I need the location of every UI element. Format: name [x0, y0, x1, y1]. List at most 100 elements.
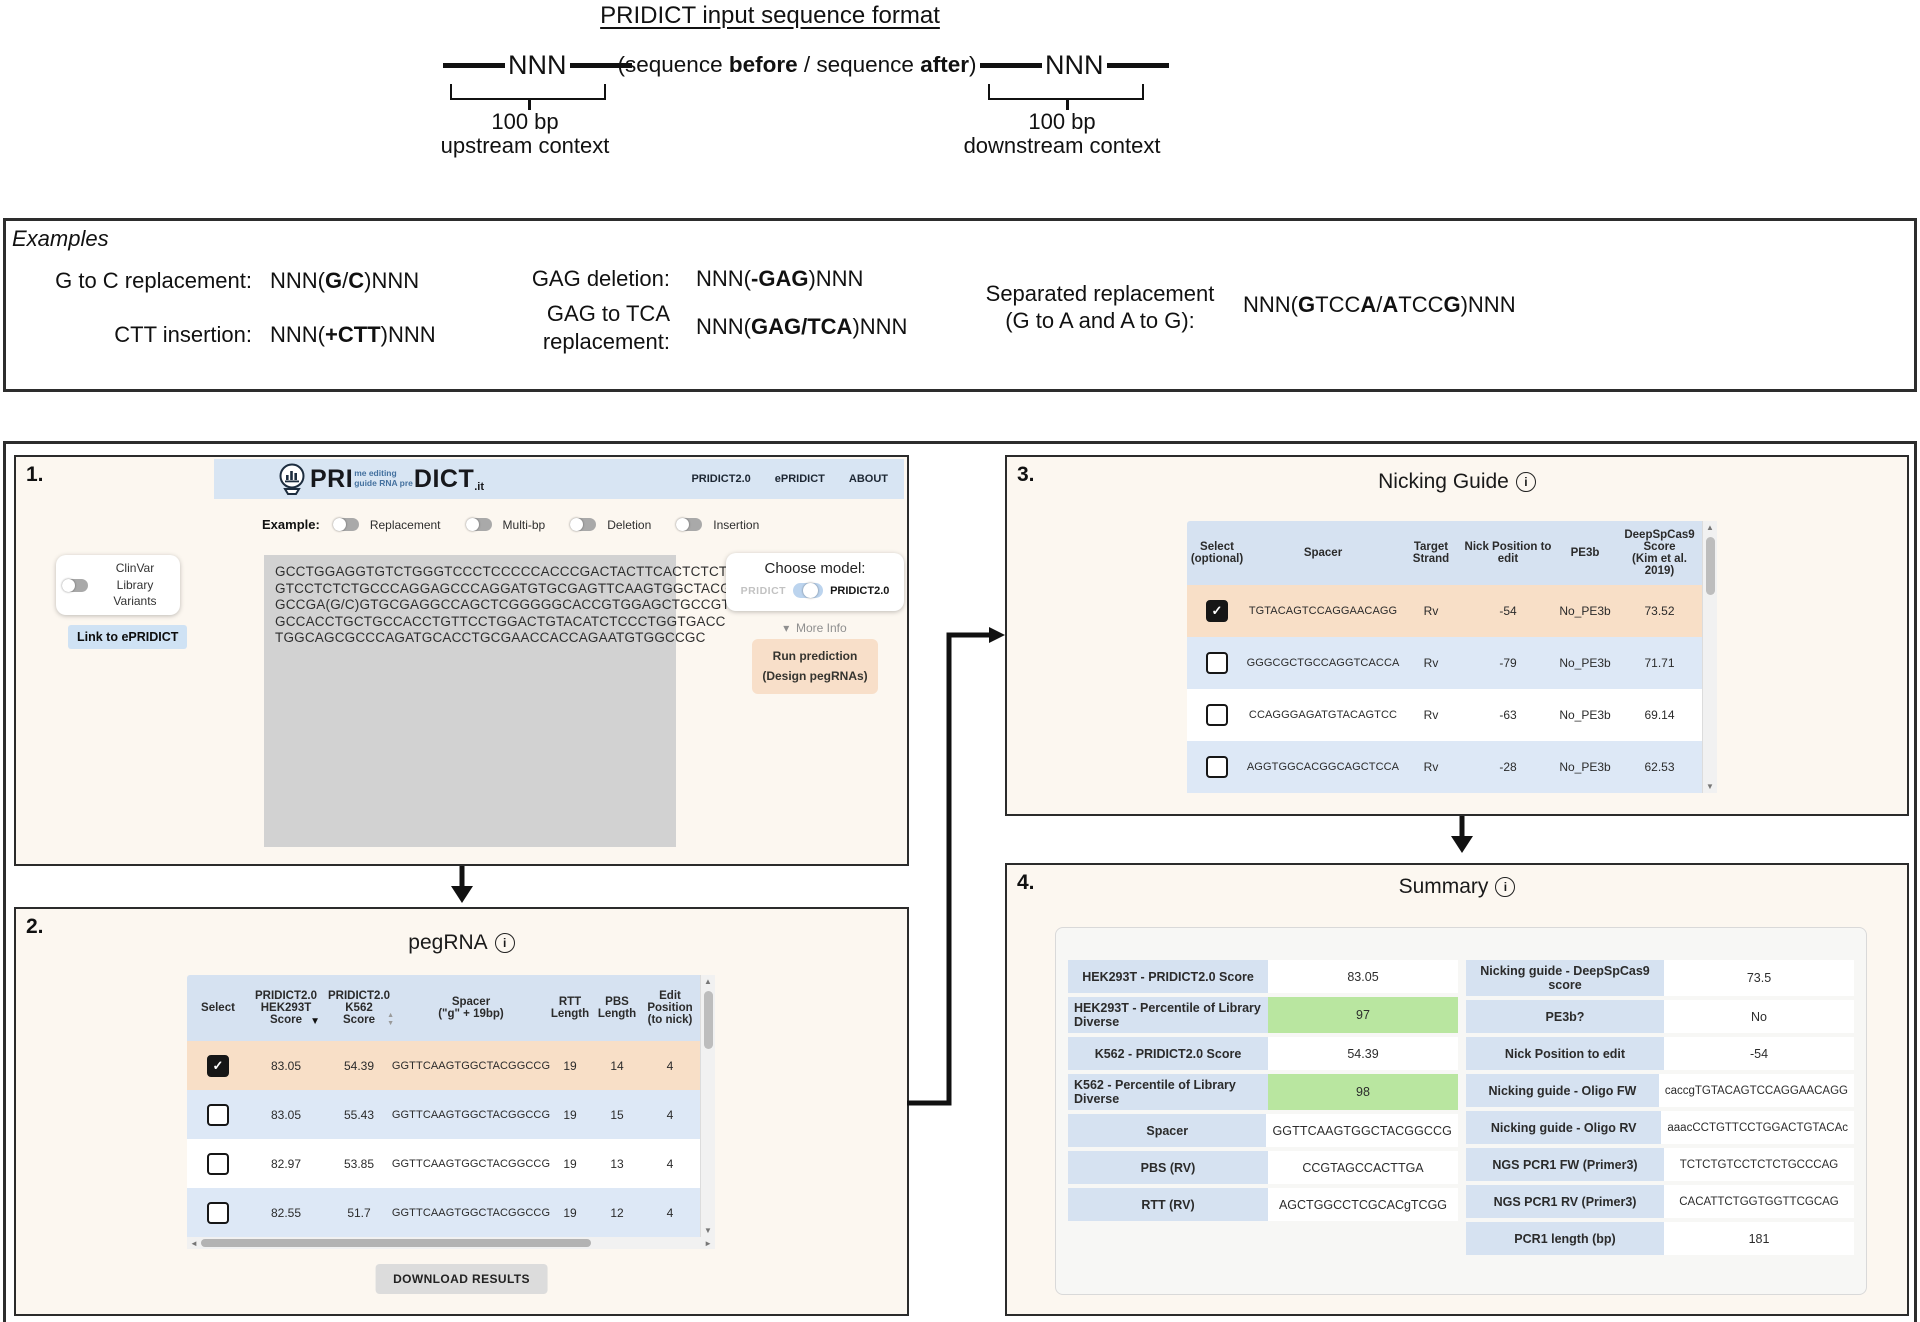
panel-3-number: 3. [1017, 463, 1035, 486]
checkbox-unchecked[interactable] [207, 1201, 229, 1224]
model-option-pridict2[interactable]: PRIDICT2.0 [830, 584, 890, 597]
summary-table-right: Nicking guide - DeepSpCas9 score 73.5 PE… [1466, 960, 1854, 1259]
summary-value: caccgTGTACAGTCCAGGAACAGG [1658, 1074, 1854, 1107]
checkbox-unchecked[interactable] [207, 1103, 229, 1126]
header-pbs-length[interactable]: PBS Length [597, 996, 637, 1020]
vertical-scrollbar[interactable]: ▲ ▼ [700, 975, 715, 1237]
checkbox-checked[interactable]: ✓ [1206, 600, 1228, 622]
info-icon[interactable]: i [494, 933, 515, 953]
panel-3-nicking-guide: 3. Nicking Guide i Select (optional) Spa… [1005, 455, 1909, 816]
checkbox-unchecked[interactable] [1206, 704, 1228, 726]
horizontal-scrollbar[interactable]: ◄ ► [187, 1237, 715, 1249]
summary-value: GGTTCAAGTGGCTACGGCCG [1266, 1114, 1458, 1147]
link-to-epridict-button[interactable]: Link to ePRIDICT [68, 625, 188, 649]
checkbox-checked[interactable]: ✓ [207, 1054, 229, 1077]
clinvar-toggle[interactable] [62, 578, 88, 592]
summary-row: HEK293T - PRIDICT2.0 Score 83.05 [1068, 960, 1458, 993]
header-pe3b[interactable]: PE3b [1570, 547, 1600, 559]
header-spacer[interactable]: Spacer [1303, 547, 1343, 559]
replacement-toggle[interactable] [332, 518, 359, 531]
scroll-thumb[interactable] [201, 1239, 591, 1247]
example-toggle-row: Example: Replacement Multi-bp Deletion I… [262, 517, 759, 532]
download-results-button[interactable]: DOWNLOAD RESULTS [375, 1264, 548, 1294]
model-option-pridict[interactable]: PRIDICT [740, 584, 787, 597]
upstream-caption-bp: 100 bp [491, 109, 559, 134]
pegrna-row[interactable]: 82.55 51.7 GGTTCAAGTGGCTACGGCCG 19 12 4 [187, 1188, 715, 1237]
nicking-row-selected[interactable]: ✓ TGTACAGTCCAGGAACAGG Rv -54 No_PE3b 73.… [1187, 585, 1717, 637]
panel-1-number: 1. [26, 463, 44, 486]
scroll-up-icon[interactable]: ▲ [704, 977, 712, 986]
pridict-logo[interactable]: PRI me editing guide RNA pre DICT .it [274, 461, 484, 497]
header-deepspcas9[interactable]: DeepSpCas9 Score (Kim et al. 2019) [1624, 529, 1695, 577]
header-k562-score[interactable]: PRIDICT2.0 K562 Score▲▼ [328, 990, 394, 1028]
summary-value: 54.39 [1268, 1037, 1458, 1070]
examples-title: Examples [12, 226, 109, 251]
pegrna-row[interactable]: 83.05 55.43 GGTTCAAGTGGCTACGGCCG 19 15 4 [187, 1090, 715, 1139]
example-value-gag-tca: NNN(GAG/TCA)NNN [696, 314, 908, 339]
example-label-g-to-c: G to C replacement: [55, 268, 252, 293]
scroll-right-icon[interactable]: ► [704, 1238, 712, 1248]
clinvar-card: ClinVar Library Variants [56, 555, 180, 615]
header-edit-position[interactable]: Edit Position (to nick) [647, 990, 693, 1026]
summary-value: 73.5 [1664, 960, 1854, 996]
nicking-row[interactable]: GGGCGCTGCCAGGTCACCA Rv -79 No_PE3b 71.71 [1187, 637, 1717, 689]
nnn-label: NNN [508, 50, 567, 80]
nicking-table: Select (optional) Spacer Target Strand N… [1187, 521, 1717, 793]
info-icon[interactable]: i [1495, 877, 1516, 897]
scroll-thumb[interactable] [704, 991, 713, 1049]
info-icon[interactable]: i [1515, 472, 1536, 492]
scroll-down-icon[interactable]: ▼ [1706, 782, 1714, 791]
nav-item-about[interactable]: ABOUT [848, 473, 888, 485]
summary-value-percentile: 97 [1268, 997, 1458, 1033]
pegrna-row-selected[interactable]: ✓ 83.05 54.39 GGTTCAAGTGGCTACGGCCG 19 14… [187, 1041, 715, 1090]
example-value-gag-deletion: NNN(-GAG)NNN [696, 266, 864, 291]
summary-row: RTT (RV) AGCTGGCCTCGCACgTCGG [1068, 1188, 1458, 1221]
upstream-caption-context: upstream context [440, 133, 610, 158]
deletion-toggle[interactable] [570, 518, 597, 531]
checkbox-unchecked[interactable] [1206, 652, 1228, 674]
header-hek293t-score[interactable]: PRIDICT2.0 HEK293T Score▼ [255, 990, 320, 1027]
sequence-line [569, 63, 632, 68]
header-select-optional[interactable]: Select (optional) [1190, 541, 1244, 565]
example-value-ctt: NNN(+CTT)NNN [270, 322, 436, 347]
insertion-toggle-label: Insertion [713, 517, 760, 532]
scroll-left-icon[interactable]: ◄ [190, 1238, 198, 1248]
scroll-up-icon[interactable]: ▲ [1706, 523, 1714, 532]
scroll-down-icon[interactable]: ▼ [704, 1226, 712, 1235]
checkbox-unchecked[interactable] [207, 1152, 229, 1175]
header-spacer[interactable]: Spacer ("g" + 19bp) [438, 996, 504, 1020]
replacement-toggle-label: Replacement [369, 517, 441, 532]
sequence-input[interactable]: GCCTGGAGGTGTCTGGGTCCCTCCCCCACCCGACTACTTC… [264, 555, 731, 847]
insertion-toggle[interactable] [676, 518, 703, 531]
header-select[interactable]: Select [201, 1002, 235, 1014]
checkbox-unchecked[interactable] [1206, 756, 1228, 778]
summary-row: Nicking guide - DeepSpCas9 score 73.5 [1466, 960, 1854, 996]
nicking-row[interactable]: AGGTGGCACGGCAGCTCCA Rv -28 No_PE3b 62.53 [1187, 741, 1717, 793]
nav-item-pridict2[interactable]: PRIDICT2.0 [691, 473, 751, 485]
downstream-nnn-diagram: NNN [980, 52, 1169, 79]
more-info-link[interactable]: ▾ More Info [783, 621, 847, 635]
sequence-line [443, 63, 505, 68]
multibp-toggle[interactable] [465, 518, 492, 531]
model-toggle-row: PRIDICT PRIDICT2.0 [726, 583, 904, 598]
example-value-g-to-c: NNN(G/C)NNN [270, 268, 420, 293]
header-nick-position[interactable]: Nick Position to edit [1464, 541, 1552, 565]
nav-item-epridict[interactable]: ePRIDICT [774, 473, 825, 485]
model-toggle[interactable] [793, 583, 824, 598]
nicking-row[interactable]: CCAGGGAGATGTACAGTCC Rv -63 No_PE3b 69.14 [1187, 689, 1717, 741]
sort-desc-icon[interactable]: ▼ [310, 1016, 320, 1027]
sort-icon[interactable]: ▲▼ [387, 1012, 394, 1028]
scroll-thumb[interactable] [1706, 537, 1715, 595]
diagram-title: PRIDICT input sequence format [600, 2, 940, 29]
summary-row: K562 - PRIDICT2.0 Score 54.39 [1068, 1037, 1458, 1070]
header-rtt-length[interactable]: RTT Length [550, 996, 590, 1020]
pegrna-row[interactable]: 82.97 53.85 GGTTCAAGTGGCTACGGCCG 19 13 4 [187, 1139, 715, 1188]
summary-row: Nick Position to edit -54 [1466, 1037, 1854, 1070]
vertical-scrollbar[interactable]: ▲ ▼ [1702, 521, 1717, 793]
summary-row: Spacer GGTTCAAGTGGCTACGGCCG [1068, 1114, 1458, 1147]
run-prediction-button[interactable]: Run prediction (Design pegRNAs) [752, 639, 878, 694]
sequence-line [980, 63, 1042, 68]
summary-row: NGS PCR1 RV (Primer3) CACATTCTGGTGGTTCGC… [1466, 1185, 1854, 1218]
header-target-strand[interactable]: Target Strand [1412, 541, 1450, 565]
nnn-label: NNN [1045, 50, 1104, 80]
